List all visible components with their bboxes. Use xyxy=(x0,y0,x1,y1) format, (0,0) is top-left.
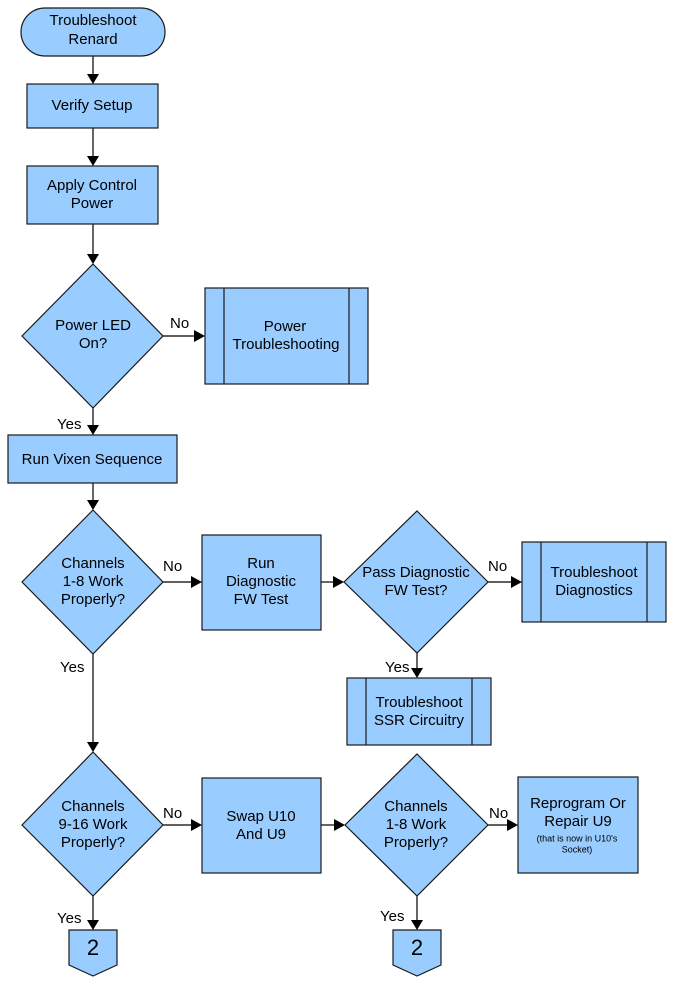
edge-label-ch18b-no: No xyxy=(489,805,508,822)
edge-vixen-to-ch18 xyxy=(87,483,99,510)
power-troubleshooting-line2: Troubleshooting xyxy=(232,336,339,353)
run-diagnostic-line1: Run xyxy=(247,555,275,572)
channels-9-16-line3: Properly? xyxy=(61,834,125,851)
verify-setup-process[interactable]: Verify Setup xyxy=(26,83,159,129)
run-diagnostic-line3: FW Test xyxy=(234,591,290,608)
edge-start-to-verify xyxy=(87,56,99,84)
channels-1-8-line3: Properly? xyxy=(61,591,125,608)
apply-power-line2: Power xyxy=(71,195,114,212)
channels-1-8b-line3: Properly? xyxy=(384,834,448,851)
edge-pass-no xyxy=(488,576,522,588)
edge-label-pass-no: No xyxy=(488,558,507,575)
power-troubleshooting-subprocess[interactable]: Power Troubleshooting xyxy=(204,287,369,385)
offpage-connector-left[interactable]: 2 xyxy=(68,929,118,977)
channels-1-8-recheck-decision[interactable]: Channels 1-8 Work Properly? xyxy=(344,753,489,897)
channels-1-8b-line1: Channels xyxy=(384,798,447,815)
edge-label-ch916-no: No xyxy=(163,805,182,822)
edge-ch18b-no xyxy=(488,819,518,831)
channels-1-8-line2: 1-8 Work xyxy=(63,573,124,590)
channels-9-16-line2: 9-16 Work xyxy=(59,816,128,833)
edge-apply-to-power-led xyxy=(87,224,99,264)
edge-label-power-no: No xyxy=(170,315,189,332)
edge-ch916-no xyxy=(163,819,202,831)
edge-swap-to-ch18b xyxy=(321,819,345,831)
swap-u10-u9-process[interactable]: Swap U10 And U9 xyxy=(201,777,322,874)
reprogram-line2: Repair U9 xyxy=(544,813,612,830)
start-line2: Renard xyxy=(68,31,117,48)
edge-power-led-yes xyxy=(87,408,99,435)
apply-power-line1: Apply Control xyxy=(47,177,137,194)
start-terminator[interactable]: Troubleshoot Renard xyxy=(20,7,166,57)
troubleshoot-ssr-line2: SSR Circuitry xyxy=(374,712,465,729)
edge-power-led-no xyxy=(163,330,205,342)
run-vixen-label: Run Vixen Sequence xyxy=(22,451,163,468)
power-led-line2: On? xyxy=(79,335,107,352)
edge-ch916-yes xyxy=(87,896,99,930)
troubleshoot-ssr-line1: Troubleshoot xyxy=(376,694,464,711)
channels-1-8-line1: Channels xyxy=(61,555,124,572)
edge-label-ch18-yes: Yes xyxy=(60,659,84,676)
power-led-decision[interactable]: Power LED On? xyxy=(21,263,164,409)
reprogram-process[interactable]: Reprogram Or Repair U9 (that is now in U… xyxy=(517,776,639,874)
troubleshoot-ssr-subprocess[interactable]: Troubleshoot SSR Circuitry xyxy=(346,677,492,746)
edge-ch18-no xyxy=(163,576,202,588)
pass-diagnostic-decision[interactable]: Pass Diagnostic FW Test? xyxy=(343,510,489,654)
reprogram-note1: (that is now in U10's xyxy=(537,833,618,843)
troubleshoot-diagnostics-subprocess[interactable]: Troubleshoot Diagnostics xyxy=(521,541,667,623)
verify-setup-label: Verify Setup xyxy=(52,97,133,114)
edge-labels: No Yes No Yes No Yes No Yes No Yes xyxy=(57,315,508,927)
pass-diagnostic-line1: Pass Diagnostic xyxy=(362,564,470,581)
edge-label-power-yes: Yes xyxy=(57,416,81,433)
channels-1-8-decision[interactable]: Channels 1-8 Work Properly? xyxy=(21,509,164,655)
edge-label-ch916-yes: Yes xyxy=(57,910,81,927)
offpage-connector-right[interactable]: 2 xyxy=(392,929,442,977)
troubleshoot-diagnostics-line2: Diagnostics xyxy=(555,582,633,599)
swap-line1: Swap U10 xyxy=(226,808,295,825)
swap-line2: And U9 xyxy=(236,826,286,843)
edge-diag-to-pass xyxy=(321,576,344,588)
reprogram-note2: Socket) xyxy=(562,844,593,854)
troubleshoot-diagnostics-line1: Troubleshoot xyxy=(551,564,639,581)
run-vixen-process[interactable]: Run Vixen Sequence xyxy=(7,434,178,484)
edge-label-pass-yes: Yes xyxy=(385,659,409,676)
pass-diagnostic-line2: FW Test? xyxy=(384,582,447,599)
edge-label-ch18-no: No xyxy=(163,558,182,575)
power-led-line1: Power LED xyxy=(55,317,131,334)
reprogram-line1: Reprogram Or xyxy=(530,795,626,812)
edge-verify-to-apply xyxy=(87,128,99,166)
channels-9-16-decision[interactable]: Channels 9-16 Work Properly? xyxy=(21,751,164,897)
connector-right-label: 2 xyxy=(411,935,423,960)
connector-left-label: 2 xyxy=(87,935,99,960)
edges xyxy=(87,56,522,930)
edge-ch18b-yes xyxy=(411,896,423,930)
power-troubleshooting-line1: Power xyxy=(264,318,307,335)
edge-label-ch18b-yes: Yes xyxy=(380,908,404,925)
edge-ch18-yes xyxy=(87,654,99,752)
start-line1: Troubleshoot xyxy=(50,12,138,29)
run-diagnostic-process[interactable]: Run Diagnostic FW Test xyxy=(201,534,322,631)
channels-9-16-line1: Channels xyxy=(61,798,124,815)
channels-1-8b-line2: 1-8 Work xyxy=(386,816,447,833)
apply-power-process[interactable]: Apply Control Power xyxy=(26,165,159,225)
run-diagnostic-line2: Diagnostic xyxy=(226,573,297,590)
edge-pass-yes xyxy=(411,653,423,678)
